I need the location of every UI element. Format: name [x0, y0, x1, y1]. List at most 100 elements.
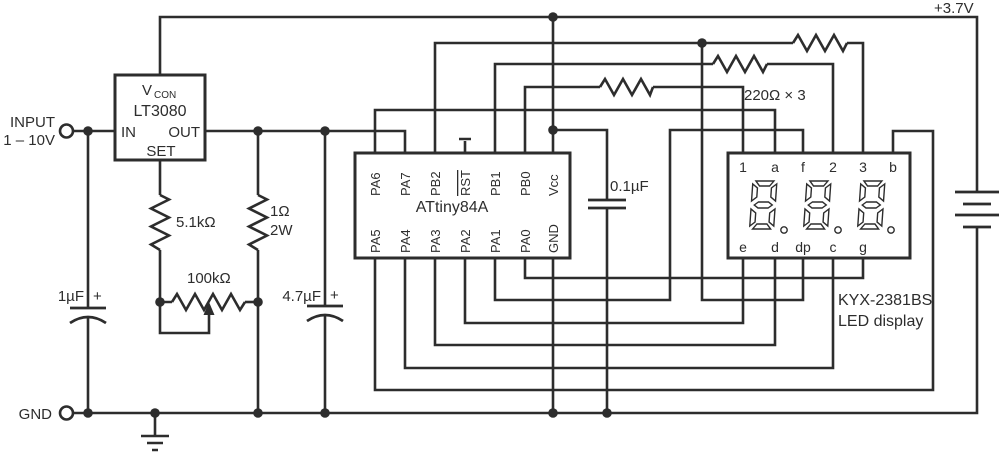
wire-pa6-to-seg-a: [373, 108, 777, 153]
wire-pa3-to-seg-d: [433, 258, 777, 347]
junction-out-cap: [320, 126, 330, 136]
c-in-value: 1µF: [58, 288, 84, 305]
capacitors: [69, 198, 626, 325]
c-in-polarity: +: [93, 288, 102, 305]
junction-gnd-5: [548, 408, 558, 418]
c-bypass-value: 0.1µF: [610, 178, 649, 195]
attiny-pin-vcc: Vcc: [546, 174, 561, 196]
attiny-pin-pa7: PA7: [398, 172, 413, 196]
wire-pb0-to-digit1: [523, 85, 745, 153]
attiny-pin-gnd: GND: [546, 224, 561, 253]
lt3080-label: LT3080: [133, 103, 186, 120]
display-pin-e: e: [739, 239, 747, 255]
display-pin-dp: dp: [795, 239, 811, 255]
r1-value: 1Ω: [270, 203, 290, 220]
display-pin-a: a: [771, 159, 779, 175]
wire-r5k1-to-pot: [158, 250, 172, 304]
display-pin-f: f: [801, 159, 805, 175]
input-range-label: 1 – 10V: [3, 132, 55, 149]
wire-pa5-to-seg-b: [373, 129, 935, 392]
pot-100k-element: [170, 291, 247, 313]
junction-gnd-3: [253, 408, 263, 418]
resistors: [148, 32, 849, 315]
junction-gnd-4: [320, 408, 330, 418]
cap-1uF: [69, 306, 107, 325]
attiny-pin-pa0: PA0: [518, 229, 533, 253]
r1-power: 2W: [270, 222, 293, 239]
battery-3.7v: [955, 190, 999, 229]
led-display: 1 a f 2 3 b e d dp c g: [726, 151, 912, 260]
display-pin-3: 3: [859, 159, 867, 175]
display-pin-d: d: [771, 239, 779, 255]
attiny-pin-pa5: PA5: [368, 229, 383, 253]
junction-gnd-2: [150, 408, 160, 418]
decimal-point-3: [887, 226, 895, 234]
attiny-pin-rst: RST: [458, 170, 473, 196]
wire-out-to-pa7: [205, 129, 407, 153]
lt3080-pin-vcon: V: [142, 82, 152, 99]
battery-plates: [955, 190, 999, 229]
junction-dots: [83, 12, 707, 418]
display-part-number: KYX-2381BS: [838, 292, 932, 309]
c-out-polarity: +: [330, 287, 339, 304]
junction-gnd-1: [83, 408, 93, 418]
lt3080-pin-out: OUT: [168, 124, 200, 141]
attiny-pin-pa2: PA2: [458, 229, 473, 253]
attiny-pin-pb1: PB1: [488, 171, 503, 196]
c-out-value: 4.7µF: [282, 288, 321, 305]
lt3080-pin-vcon-sub: CON: [154, 90, 176, 101]
attiny-pin-pa1: PA1: [488, 229, 503, 253]
attiny-pin-pb0: PB0: [518, 171, 533, 196]
junction-set-pot: [155, 297, 165, 307]
junction-pb2-branch: [697, 38, 707, 48]
resistor-1ohm: [246, 193, 270, 252]
junction-pot-r1: [253, 297, 263, 307]
junction-vcc-rail: [548, 12, 558, 22]
resistor-220-digit3: [791, 32, 849, 54]
lt3080-pin-set: SET: [146, 143, 175, 160]
decimal-point-1: [780, 226, 788, 234]
wire-top-rail-battery: [158, 15, 979, 192]
pot-value: 100kΩ: [187, 270, 231, 287]
wire-pb1-to-digit2: [493, 62, 835, 153]
resistor-220-digit1: [598, 76, 655, 99]
cap-0.1uF: [588, 198, 626, 210]
wire-battery-to-gnd-rail: [73, 228, 979, 415]
cap-4.7uF: [306, 304, 344, 323]
wire-pa1-to-seg-f: [493, 128, 805, 302]
junction-out-r1: [253, 126, 263, 136]
wire-vcc-to-bypass-cap: [553, 128, 609, 200]
attiny-pin-pb2: PB2: [428, 171, 443, 196]
junction-vcc-bypass: [548, 125, 558, 135]
display-pin-g: g: [859, 239, 867, 255]
attiny-pin-pa4: PA4: [398, 229, 413, 253]
display-pin-1: 1: [739, 159, 747, 175]
attiny-body: [353, 151, 572, 260]
attiny-pin-pa6: PA6: [368, 172, 383, 196]
display-pin-b: b: [889, 159, 897, 175]
display-pin-2: 2: [829, 159, 837, 175]
labels: +3.7V INPUT 1 – 10V GND 5.1kΩ 1Ω 2W 100k…: [3, 0, 973, 423]
attiny84a-mcu: ATtiny84A PA6 PA7 PB2 RST PB1 PB0 Vcc PA…: [353, 151, 572, 260]
gnd-terminal: [58, 405, 75, 421]
resistor-220-digit2: [711, 53, 769, 75]
input-label: INPUT: [10, 114, 55, 131]
attiny-label: ATtiny84A: [416, 199, 489, 216]
wire-pb2-to-digit3: [433, 41, 865, 153]
resistor-5.1k: [148, 193, 172, 252]
wire-pa4-to-seg-c: [403, 258, 835, 370]
attiny-pin-pa3: PA3: [428, 229, 443, 253]
ground-symbol: [141, 413, 169, 452]
battery-voltage-label: +3.7V: [934, 0, 974, 17]
wire-pa2-to-seg-e: [463, 258, 745, 325]
display-pin-c: c: [830, 239, 837, 255]
wire-pot-wiper-return: [158, 302, 211, 335]
wires: [73, 15, 979, 415]
junction-input-cap: [83, 126, 93, 136]
wire-rst-stub: [459, 137, 471, 153]
r5k1-value: 5.1kΩ: [176, 214, 216, 231]
junction-gnd-6: [602, 408, 612, 418]
gnd-label: GND: [19, 406, 53, 423]
